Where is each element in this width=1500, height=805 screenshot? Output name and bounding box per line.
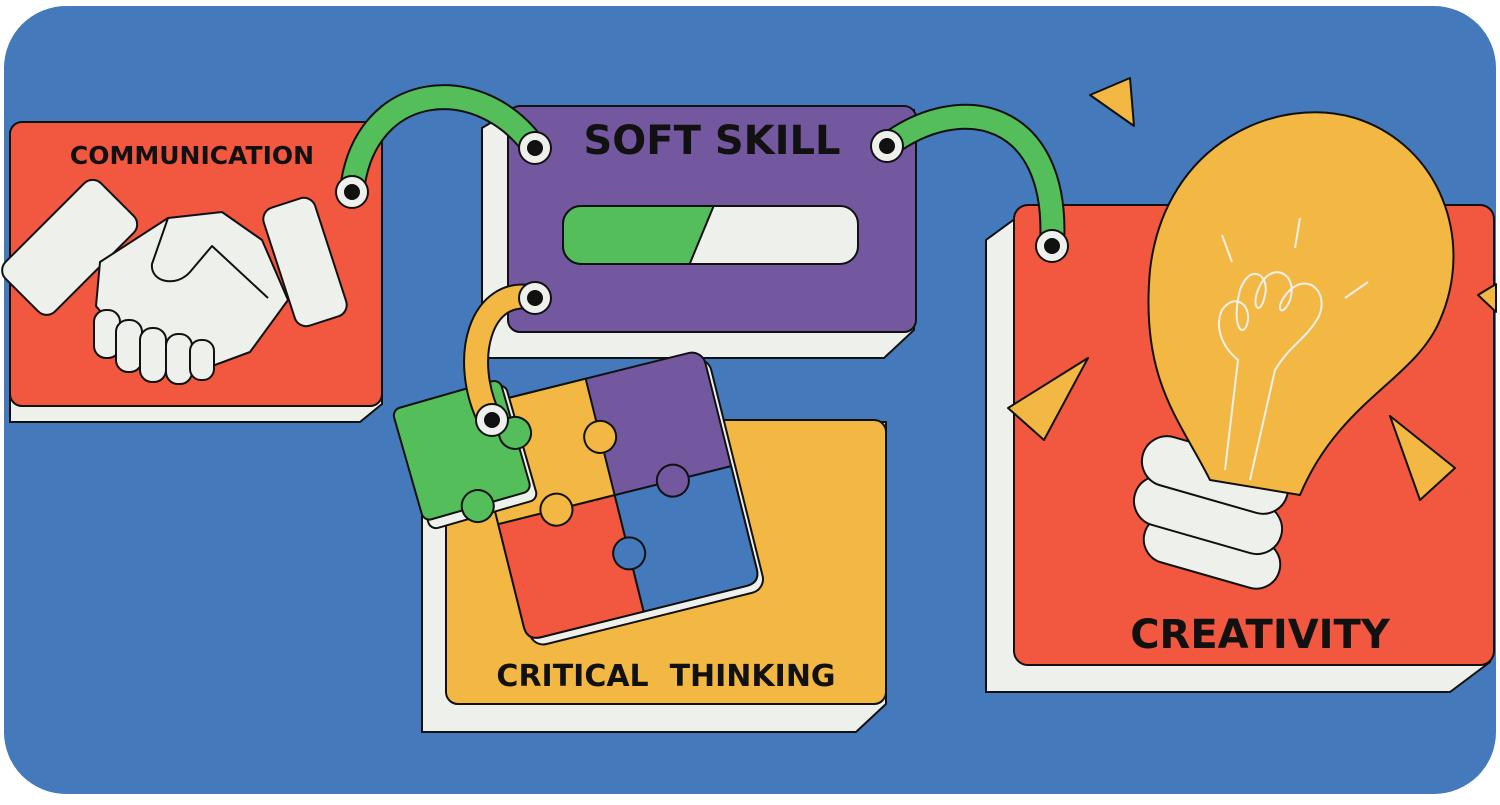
connector-yellow [465, 285, 546, 431]
connector-loops [339, 84, 1066, 433]
creativity-card: CREATIVITY [985, 111, 1495, 693]
communication-card: COMMUNICATION [1, 121, 383, 423]
handshake-icon [1, 178, 348, 385]
grommet-creativity [1035, 229, 1069, 263]
puzzle-piece-red [497, 494, 645, 639]
soft-skill-card: SOFT SKILL [481, 105, 917, 359]
grommet-soft-skill-bottom [518, 281, 552, 315]
triangle-edge [1477, 283, 1497, 313]
creativity-label: CREATIVITY [1130, 612, 1391, 658]
communication-label: COMMUNICATION [70, 141, 314, 170]
connector-green-right [876, 105, 1064, 256]
critical-thinking-label: CRITICAL THINKING [496, 659, 835, 694]
lightbulb-icon [1132, 111, 1455, 590]
triangle-top [1089, 77, 1135, 127]
grommet-soft-skill-left [518, 131, 552, 165]
soft-skill-label: SOFT SKILL [583, 118, 840, 164]
triangle-right [1389, 415, 1456, 501]
puzzle-piece-blue [613, 465, 759, 613]
grommet-soft-skill-right [870, 129, 904, 163]
triangle-left [1007, 357, 1089, 441]
progress-bar-fill [562, 205, 715, 265]
grommet-puzzle [475, 403, 509, 437]
decorative-triangles [1007, 77, 1497, 501]
grommet-communication [335, 175, 369, 209]
connector-green-left [341, 86, 546, 201]
grommets [335, 129, 1069, 437]
